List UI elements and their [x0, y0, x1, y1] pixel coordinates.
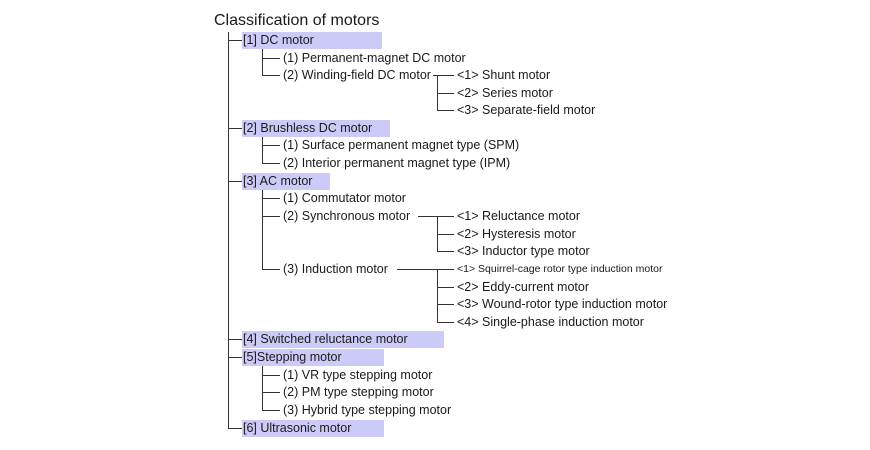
item-induction-motor: (3) Induction motor — [283, 262, 388, 276]
item-synchronous-motor: (2) Synchronous motor — [283, 209, 411, 223]
category-switched-reluctance-motor: [4] Switched reluctance motor — [242, 331, 444, 348]
diagram-title: Classification of motors — [214, 12, 380, 29]
item-commutator-motor: (1) Commutator motor — [283, 191, 406, 205]
item-vr-stepping-motor: (1) VR type stepping motor — [283, 368, 433, 382]
subitem-single-phase-induction: <4> Single-phase induction motor — [457, 315, 644, 329]
subitem-squirrel-cage-induction: <1> Squirrel-cage rotor type induction m… — [457, 263, 663, 275]
subitem-series-motor: <2> Series motor — [457, 86, 553, 100]
item-winding-field-dc: (2) Winding-field DC motor — [283, 68, 431, 82]
category-ultrasonic-motor: [6] Ultrasonic motor — [242, 420, 384, 437]
item-permanent-magnet-dc: (1) Permanent-magnet DC motor — [283, 51, 466, 65]
item-spm: (1) Surface permanent magnet type (SPM) — [283, 138, 520, 152]
item-ipm: (2) Interior permanent magnet type (IPM) — [283, 156, 511, 170]
subitem-shunt-motor: <1> Shunt motor — [457, 68, 551, 82]
subitem-inductor-type-motor: <3> Inductor type motor — [457, 244, 590, 258]
category-stepping-motor: [5]Stepping motor — [242, 349, 384, 366]
subitem-wound-rotor-induction: <3> Wound-rotor type induction motor — [457, 297, 668, 311]
item-hybrid-stepping-motor: (3) Hybrid type stepping motor — [283, 403, 452, 417]
category-dc-motor: [1] DC motor — [242, 32, 382, 49]
category-ac-motor: [3] AC motor — [242, 173, 330, 190]
category-brushless-dc-motor: [2] Brushless DC motor — [242, 120, 390, 137]
subitem-eddy-current-motor: <2> Eddy-current motor — [457, 280, 590, 294]
subitem-separate-field-motor: <3> Separate-field motor — [457, 103, 596, 117]
subitem-hysteresis-motor: <2> Hysteresis motor — [457, 227, 576, 241]
subitem-reluctance-motor: <1> Reluctance motor — [457, 209, 580, 223]
item-pm-stepping-motor: (2) PM type stepping motor — [283, 385, 434, 399]
